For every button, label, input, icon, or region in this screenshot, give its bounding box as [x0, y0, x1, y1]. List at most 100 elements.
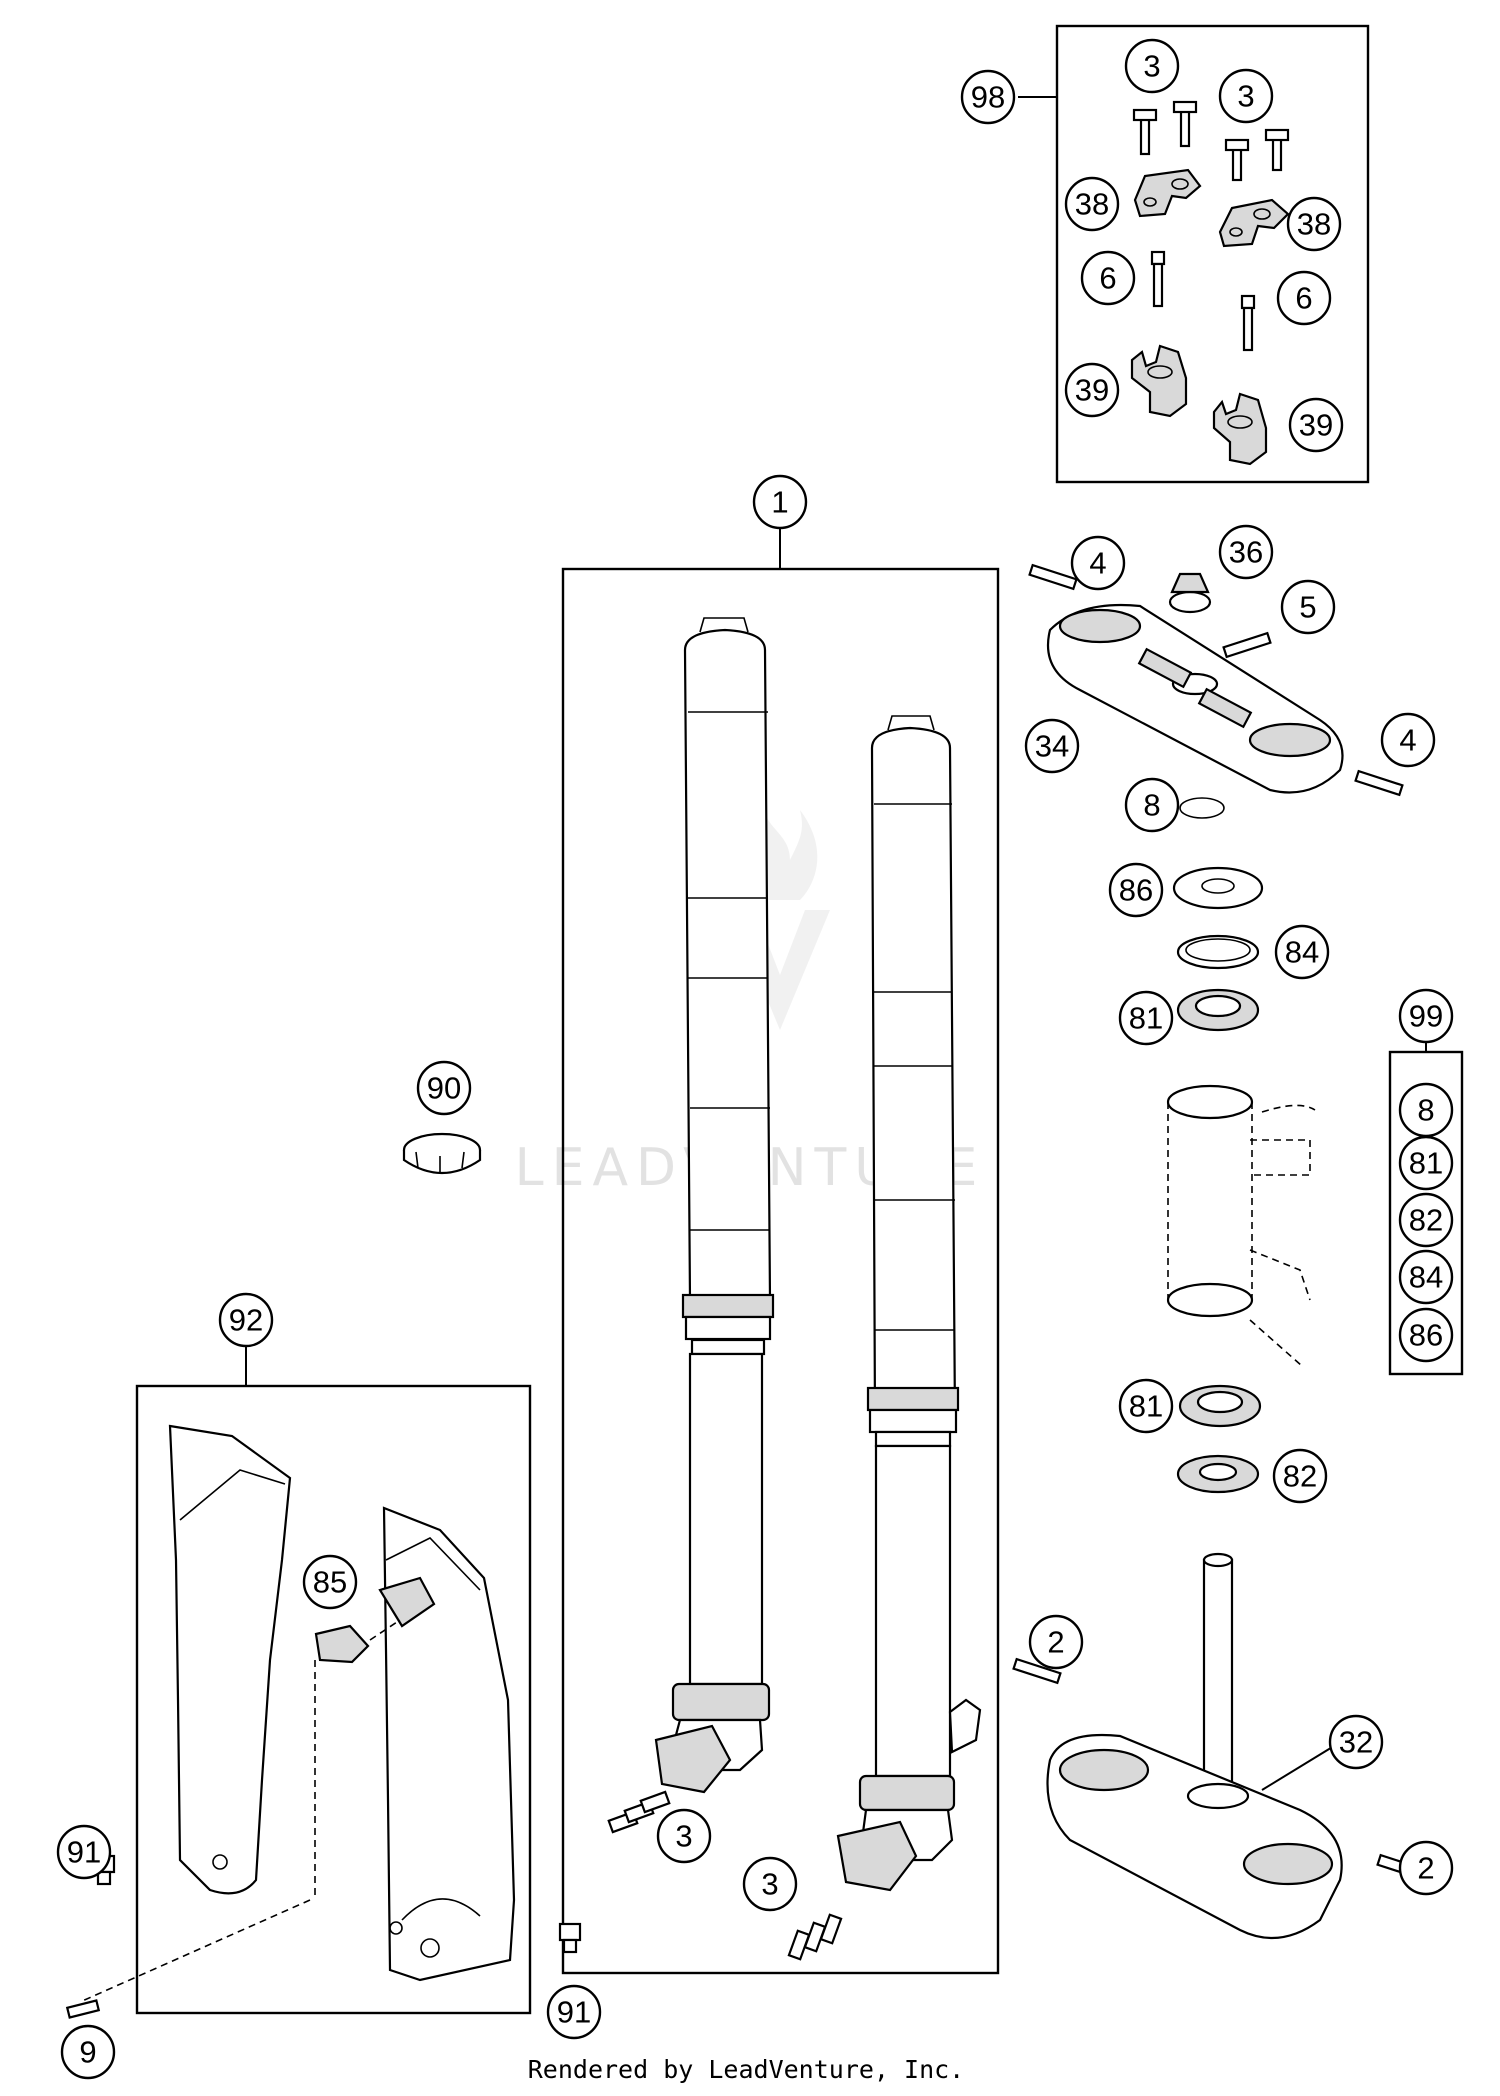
callout-39: 39: [1288, 397, 1344, 453]
svg-text:8: 8: [1143, 788, 1160, 823]
svg-text:34: 34: [1035, 729, 1069, 764]
lower-clamp-left: [1130, 344, 1188, 418]
callout-98: 98: [960, 69, 1016, 125]
callout-4: 4: [1380, 712, 1436, 768]
fork-axle-bolts-right: [787, 1913, 843, 1961]
screw-9: [65, 1999, 101, 2019]
bearing-81-upper: [1176, 988, 1260, 1032]
svg-text:38: 38: [1075, 187, 1109, 222]
callout-32: 32: [1328, 1714, 1384, 1770]
svg-text:81: 81: [1409, 1146, 1443, 1181]
svg-text:1: 1: [771, 485, 788, 520]
callout-90: 90: [416, 1060, 472, 1116]
leader-32: [1261, 1745, 1335, 1791]
svg-text:84: 84: [1285, 935, 1319, 970]
callout-3: 3: [656, 1808, 712, 1864]
svg-text:92: 92: [229, 1303, 263, 1338]
callout-84: 84: [1274, 924, 1330, 980]
callout-3: 3: [1218, 68, 1274, 124]
callout-3: 3: [1124, 38, 1180, 94]
kit-99-item-81: 81: [1398, 1135, 1454, 1191]
assembly-lines: [79, 1619, 401, 2003]
svg-text:82: 82: [1409, 1203, 1443, 1238]
fork-leg-left: [654, 617, 775, 1794]
svg-text:32: 32: [1339, 1725, 1373, 1760]
callout-92: 92: [218, 1292, 274, 1348]
svg-text:99: 99: [1409, 999, 1443, 1034]
kit-99-item-8: 8: [1398, 1082, 1454, 1138]
lower-clamp-right: [1212, 392, 1268, 466]
callout-86: 86: [1108, 862, 1164, 918]
credit-text: Rendered by LeadVenture, Inc.: [528, 2055, 965, 2084]
callout-6: 6: [1080, 250, 1136, 306]
svg-text:6: 6: [1295, 281, 1312, 316]
svg-text:2: 2: [1047, 1625, 1064, 1660]
clamp-bolts-6: [1150, 250, 1256, 352]
svg-text:90: 90: [427, 1071, 461, 1106]
callout-6: 6: [1276, 270, 1332, 326]
callout-85: 85: [302, 1554, 358, 1610]
svg-text:6: 6: [1099, 261, 1116, 296]
svg-text:84: 84: [1409, 1260, 1443, 1295]
callout-2: 2: [1028, 1614, 1084, 1670]
callout-38: 38: [1286, 196, 1342, 252]
ring-90: [402, 1132, 482, 1175]
svg-text:4: 4: [1089, 546, 1106, 581]
kit-98-box: [1055, 24, 1370, 484]
svg-text:3: 3: [1143, 49, 1160, 84]
bearing-81-lower: [1178, 1384, 1262, 1428]
svg-text:3: 3: [675, 1819, 692, 1854]
svg-text:4: 4: [1399, 723, 1416, 758]
callout-91: 91: [546, 1984, 602, 2040]
svg-text:39: 39: [1299, 408, 1333, 443]
callout-82: 82: [1272, 1448, 1328, 1504]
svg-text:91: 91: [557, 1995, 591, 2030]
upper-clamp-right: [1218, 198, 1290, 248]
o-ring-8: [1179, 797, 1225, 819]
callout-91: 91: [56, 1824, 112, 1880]
fork-guard-left: [168, 1424, 292, 1895]
callout-81: 81: [1118, 990, 1174, 1046]
seal-82: [1176, 1454, 1260, 1494]
callout-81: 81: [1118, 1378, 1174, 1434]
svg-text:2: 2: [1417, 1851, 1434, 1886]
callout-9: 9: [60, 2024, 116, 2080]
clamp-bolts: [1132, 100, 1290, 182]
svg-text:39: 39: [1075, 373, 1109, 408]
callout-5: 5: [1280, 579, 1336, 635]
kit-99-item-84: 84: [1398, 1249, 1454, 1305]
top-nut: [1168, 572, 1212, 614]
svg-text:8: 8: [1417, 1093, 1434, 1128]
callout-99: 99: [1398, 988, 1454, 1044]
kit-99-item-86: 86: [1398, 1307, 1454, 1363]
seal-ring-84: [1176, 934, 1260, 970]
upper-clamp-bolts: [1028, 563, 1404, 797]
fork-guard-right: [378, 1506, 516, 1982]
callout-1: 1: [752, 474, 808, 530]
svg-text:81: 81: [1129, 1389, 1163, 1424]
svg-text:81: 81: [1129, 1001, 1163, 1036]
callout-38: 38: [1064, 176, 1120, 232]
svg-text:38: 38: [1297, 207, 1331, 242]
svg-text:98: 98: [971, 80, 1005, 115]
lower-triple-clamp: [1046, 1552, 1343, 1940]
svg-text:86: 86: [1119, 873, 1153, 908]
callout-39: 39: [1064, 362, 1120, 418]
callout-3: 3: [742, 1856, 798, 1912]
fork-axle-bolts-left: [607, 1790, 671, 1834]
upper-clamp-left: [1133, 168, 1202, 218]
callout-34: 34: [1024, 718, 1080, 774]
callout-8: 8: [1124, 777, 1180, 833]
callout-4: 4: [1070, 535, 1126, 591]
screw-91-bottom: [558, 1922, 582, 1954]
dust-seal-86: [1172, 866, 1264, 910]
svg-text:9: 9: [79, 2035, 96, 2070]
fork-guard-box: [135, 1384, 532, 2015]
callout-2: 2: [1398, 1840, 1454, 1896]
upper-triple-clamp: [1046, 603, 1344, 794]
svg-text:91: 91: [67, 1835, 101, 1870]
clip-85: [314, 1624, 370, 1664]
callout-36: 36: [1218, 524, 1274, 580]
svg-text:86: 86: [1409, 1318, 1443, 1353]
